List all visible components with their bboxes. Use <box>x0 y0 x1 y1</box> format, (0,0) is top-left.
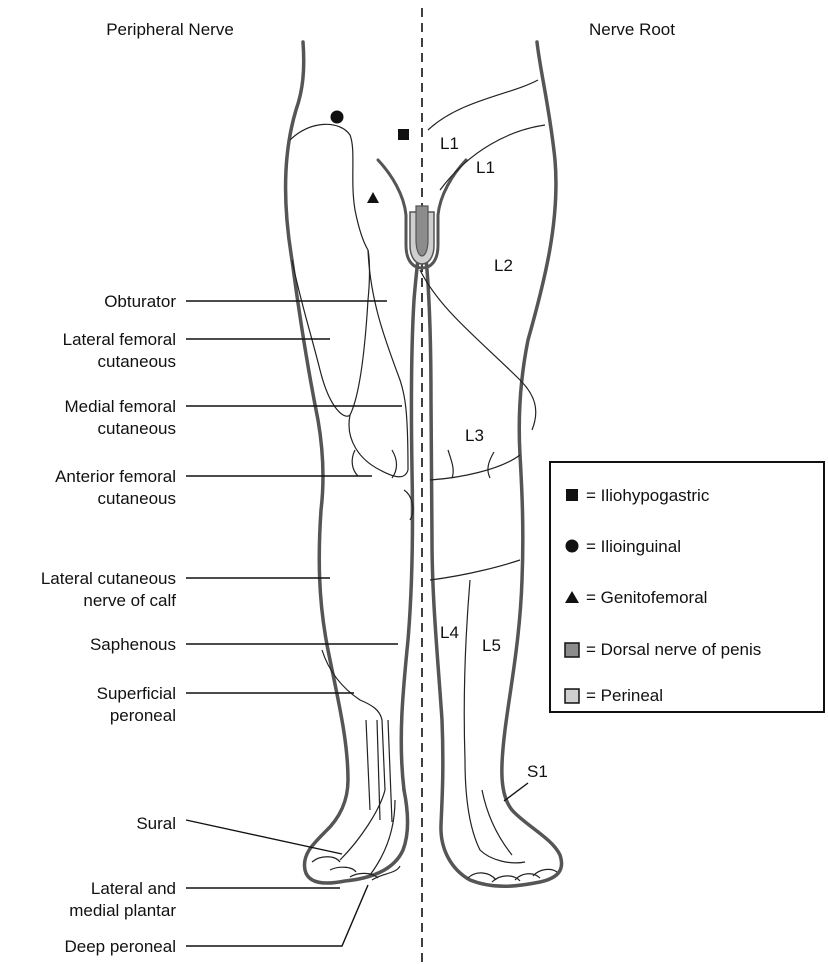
legend-item-perineal: = Perineal <box>565 686 663 705</box>
dorsal-nerve-area <box>416 206 428 256</box>
root-label-l5: L5 <box>482 636 501 655</box>
svg-text:Sural: Sural <box>136 814 176 833</box>
svg-text:Obturator: Obturator <box>104 292 176 311</box>
svg-text:= Ilioinguinal: = Ilioinguinal <box>586 537 681 556</box>
svg-text:= Genitofemoral: = Genitofemoral <box>586 588 707 607</box>
root-label-l1-a: L1 <box>440 134 459 153</box>
legend-box: = Iliohypogastric = Ilioinguinal = Genit… <box>550 462 824 712</box>
root-label-s1: S1 <box>527 762 548 781</box>
label-obturator: Obturator <box>104 292 387 311</box>
body-outline <box>286 42 562 886</box>
legend-item-iliohypogastric: = Iliohypogastric <box>566 486 710 505</box>
iliohypogastric-marker <box>398 129 409 140</box>
svg-text:Deep peroneal: Deep peroneal <box>64 937 176 956</box>
header-peripheral-nerve: Peripheral Nerve <box>106 20 234 39</box>
genitofemoral-marker <box>367 192 379 203</box>
root-label-l1-b: L1 <box>476 158 495 177</box>
legend-item-genitofemoral: = Genitofemoral <box>565 588 707 607</box>
dermatome-boundaries <box>420 80 545 863</box>
svg-text:= Perineal: = Perineal <box>586 686 663 705</box>
root-label-l3: L3 <box>465 426 484 445</box>
svg-text:= Dorsal nerve of penis: = Dorsal nerve of penis <box>586 640 761 659</box>
peripheral-boundaries <box>290 124 413 875</box>
legend-item-dorsal-nerve-of-penis: = Dorsal nerve of penis <box>565 640 761 659</box>
s1-leader-line <box>504 783 528 801</box>
svg-text:Saphenous: Saphenous <box>90 635 176 654</box>
root-label-l4: L4 <box>440 623 459 642</box>
label-saphenous: Saphenous <box>90 635 398 654</box>
ilioinguinal-marker <box>331 111 344 124</box>
header-nerve-root: Nerve Root <box>589 20 675 39</box>
svg-text:= Iliohypogastric: = Iliohypogastric <box>586 486 710 505</box>
root-label-l2: L2 <box>494 256 513 275</box>
